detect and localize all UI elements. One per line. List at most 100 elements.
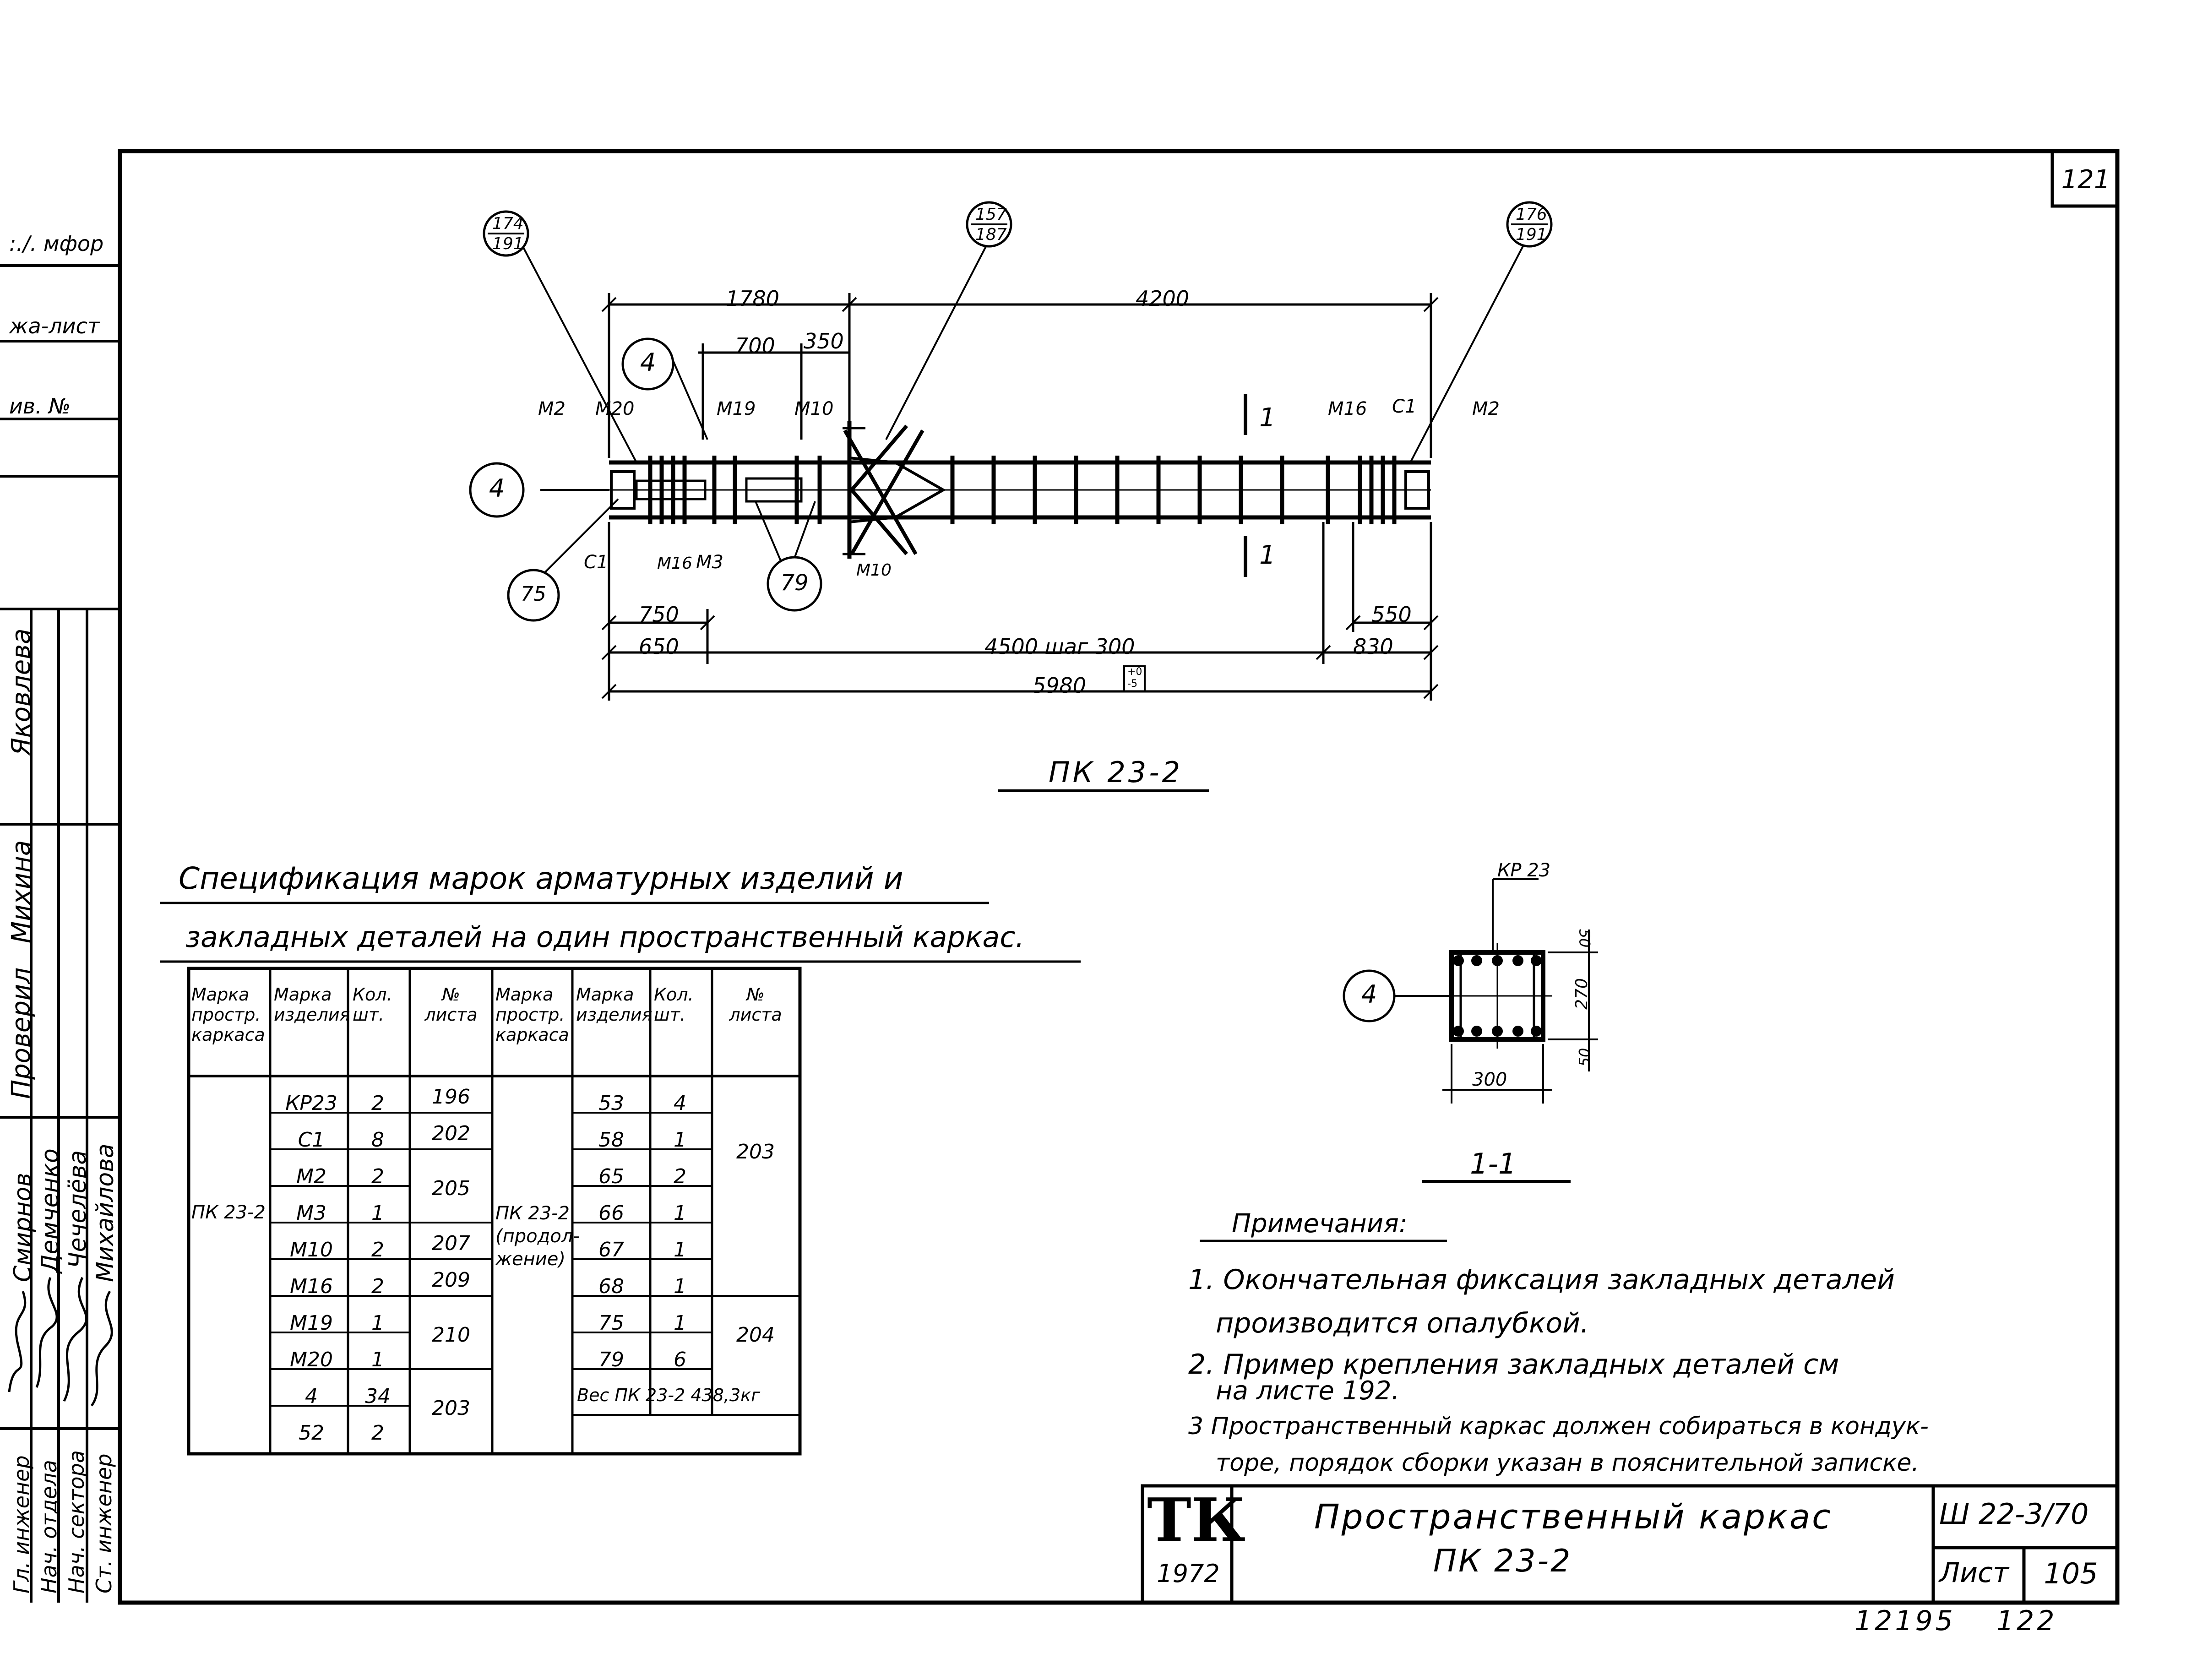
dim-700: 700	[735, 333, 775, 358]
table-row: 79	[598, 1348, 624, 1371]
table-row: М3	[296, 1202, 326, 1225]
table-cell: 1	[674, 1202, 686, 1225]
hdr2-item-1: Марка	[576, 984, 634, 1005]
table-row: 75	[598, 1311, 624, 1335]
note-2b: на листе 192.	[1216, 1376, 1400, 1406]
spec-header-item-2: Марка изделия	[576, 984, 652, 1025]
tolerance: +0 -5	[1127, 666, 1142, 690]
label-m16-left: М16	[657, 554, 692, 573]
table-row: М2	[296, 1165, 326, 1188]
section-mark-top: 1	[1259, 403, 1276, 433]
label-m2-left: М2	[538, 398, 566, 419]
table-cell: 8	[371, 1128, 384, 1152]
left-strip-lines	[0, 264, 120, 1603]
detail-75: 75	[521, 582, 546, 606]
stamp-sheet-no: 105	[2044, 1557, 2098, 1590]
table-cell: 4	[674, 1092, 686, 1115]
table-cell: 1	[674, 1128, 686, 1152]
spec-title-line1: Спецификация марок арматурных изделий и	[179, 861, 903, 896]
table-cell: 1	[371, 1348, 384, 1371]
drawing-title: ПК 23-2	[1049, 756, 1183, 789]
table-row: 65	[598, 1165, 624, 1188]
table-cell: 2	[371, 1421, 384, 1445]
hdr-qty-2: шт.	[353, 1005, 384, 1025]
strip-label-mid: жа-лист	[9, 314, 100, 338]
table-cell: 6	[674, 1348, 686, 1371]
table-row: КР23	[285, 1092, 337, 1115]
label-m20: М20	[595, 398, 635, 419]
label-c1-right: С1	[1392, 396, 1417, 417]
sheet-205: 205	[432, 1177, 470, 1200]
drawing-title-underline	[998, 789, 1209, 792]
dim-5980: 5980	[1033, 673, 1087, 698]
ref-174: 174	[492, 214, 524, 233]
label-m10-top: М10	[794, 398, 834, 419]
stamp-series: Ш 22-3/70	[1939, 1497, 2089, 1531]
bottom-number-2: 122	[1996, 1605, 2057, 1637]
dim-1780: 1780	[726, 286, 780, 311]
hdr2-frame-1: Марка	[495, 984, 554, 1005]
sheet-204: 204	[736, 1323, 775, 1347]
signatures	[8, 1277, 113, 1407]
spec-header-sheet-2: № листа	[717, 984, 794, 1025]
table-row: 68	[598, 1275, 624, 1298]
ref-191-b: 191	[1516, 225, 1547, 244]
hdr2-frame-3: каркаса	[495, 1025, 569, 1045]
table-cell: 1	[674, 1311, 686, 1335]
stamp-title-line1: Пространственный каркас	[1314, 1497, 1833, 1537]
detail-4-top: 4	[640, 348, 656, 377]
table-row: 66	[598, 1202, 624, 1225]
page-number: 121	[2061, 165, 2110, 195]
table-cell: 34	[365, 1385, 391, 1408]
tolerance-minus: -5	[1127, 678, 1137, 690]
spec-header-frame-2: Марка простр. каркаса	[495, 984, 569, 1045]
bottom-number-1: 12195	[1854, 1605, 1956, 1637]
table-cell: 1	[371, 1202, 384, 1225]
spec-right-qty: 4 1 2 1 1 1 1 6	[655, 1085, 705, 1378]
hdr2-frame-2: простр.	[495, 1005, 565, 1025]
hdr-item-2: изделия	[274, 1005, 350, 1025]
table-row: 58	[598, 1128, 624, 1152]
section-circle-4: 4	[1361, 980, 1377, 1009]
table-cell: 1	[674, 1238, 686, 1261]
table-cell: 2	[371, 1165, 384, 1188]
section-dim-300: 300	[1472, 1069, 1507, 1090]
label-c1-left: С1	[584, 552, 609, 573]
sheet-196: 196	[432, 1085, 470, 1109]
note-1b: производится опалубкой.	[1216, 1307, 1589, 1339]
detail-circle-4-top	[621, 337, 674, 391]
hdr-frame-3: каркаса	[191, 1025, 265, 1045]
label-m19: М19	[717, 398, 756, 419]
table-row: 52	[299, 1421, 324, 1445]
sheet-207: 207	[432, 1232, 470, 1255]
table-row: С1	[298, 1128, 325, 1152]
spec-header-item: Марка изделия	[274, 984, 350, 1025]
label-m10-bottom: М10	[856, 561, 892, 580]
spec-title-line2: закладных деталей на один пространственн…	[185, 920, 1025, 954]
table-row: 67	[598, 1238, 624, 1261]
dim-650: 650	[639, 634, 679, 659]
detail-79: 79	[780, 570, 809, 596]
note-3a: 3 Пространственный каркас должен собират…	[1188, 1413, 1929, 1440]
hdr-sheet-1: №	[442, 984, 460, 1005]
spec-frame-right-1: ПК 23-2	[495, 1203, 570, 1224]
sheet-frame	[118, 149, 2120, 1605]
spec-frame-left: ПК 23-2	[191, 1202, 266, 1223]
stamp-sheet-label: Лист	[1939, 1557, 2009, 1589]
stamp-title-line2: ПК 23-2	[1433, 1543, 1572, 1579]
table-cell: 1	[674, 1275, 686, 1298]
notes-title-underline	[1200, 1240, 1447, 1242]
hdr-item-1: Марка	[274, 984, 332, 1005]
spec-header-sheet: № листа	[414, 984, 488, 1025]
note-1a: 1. Окончательная фиксация закладных дета…	[1188, 1264, 1895, 1296]
section-mark-bottom: 1	[1259, 540, 1276, 570]
spec-frame-right-2: (продол-	[495, 1226, 580, 1247]
dim-550: 550	[1371, 602, 1412, 627]
dim-4500-step: 4500 шаг 300	[984, 634, 1135, 659]
strip-label-bottom: ив. №	[9, 394, 71, 419]
dim-830: 830	[1353, 634, 1393, 659]
tolerance-plus: +0	[1127, 666, 1142, 678]
hdr-qty-1: Кол.	[353, 984, 392, 1005]
table-cell: 1	[371, 1311, 384, 1335]
